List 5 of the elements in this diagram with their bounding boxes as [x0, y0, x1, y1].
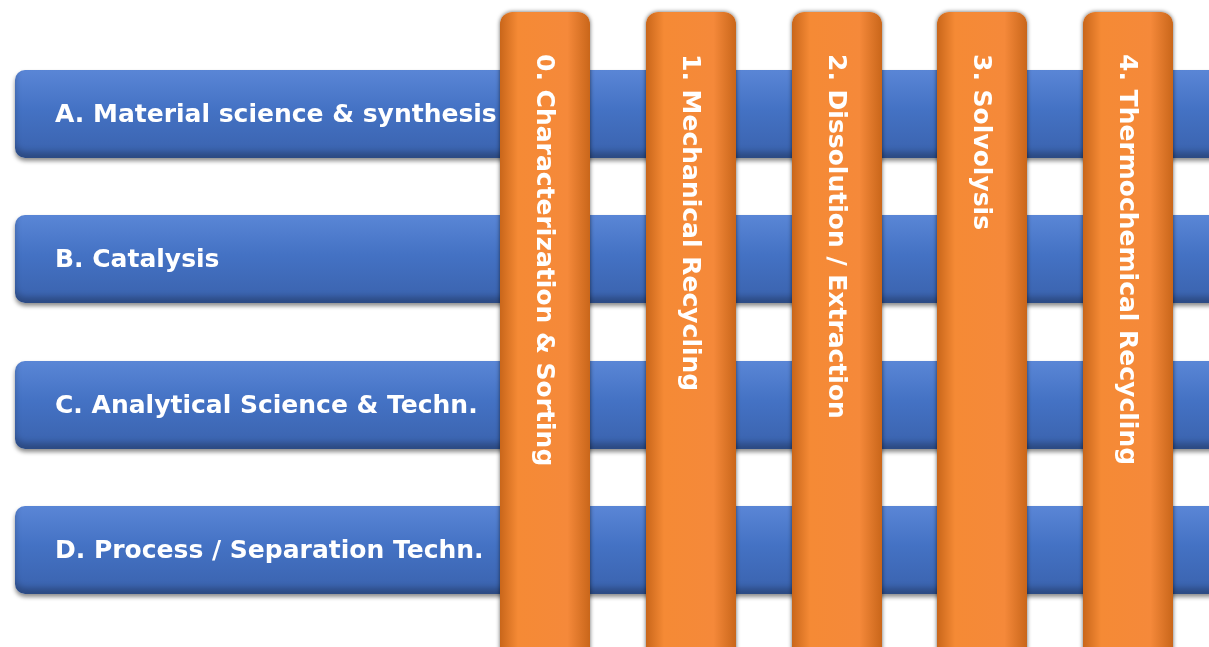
recycling-route-bar: 2. Dissolution / Extraction — [792, 12, 882, 647]
recycling-route-bar: 1. Mechanical Recycling — [646, 12, 736, 647]
recycling-route-bar: 0. Characterization & Sorting — [500, 12, 590, 647]
recycling-route-bar: 4. Thermochemical Recycling — [1083, 12, 1173, 647]
recycling-route-bar: 3. Solvolysis — [937, 12, 1027, 647]
